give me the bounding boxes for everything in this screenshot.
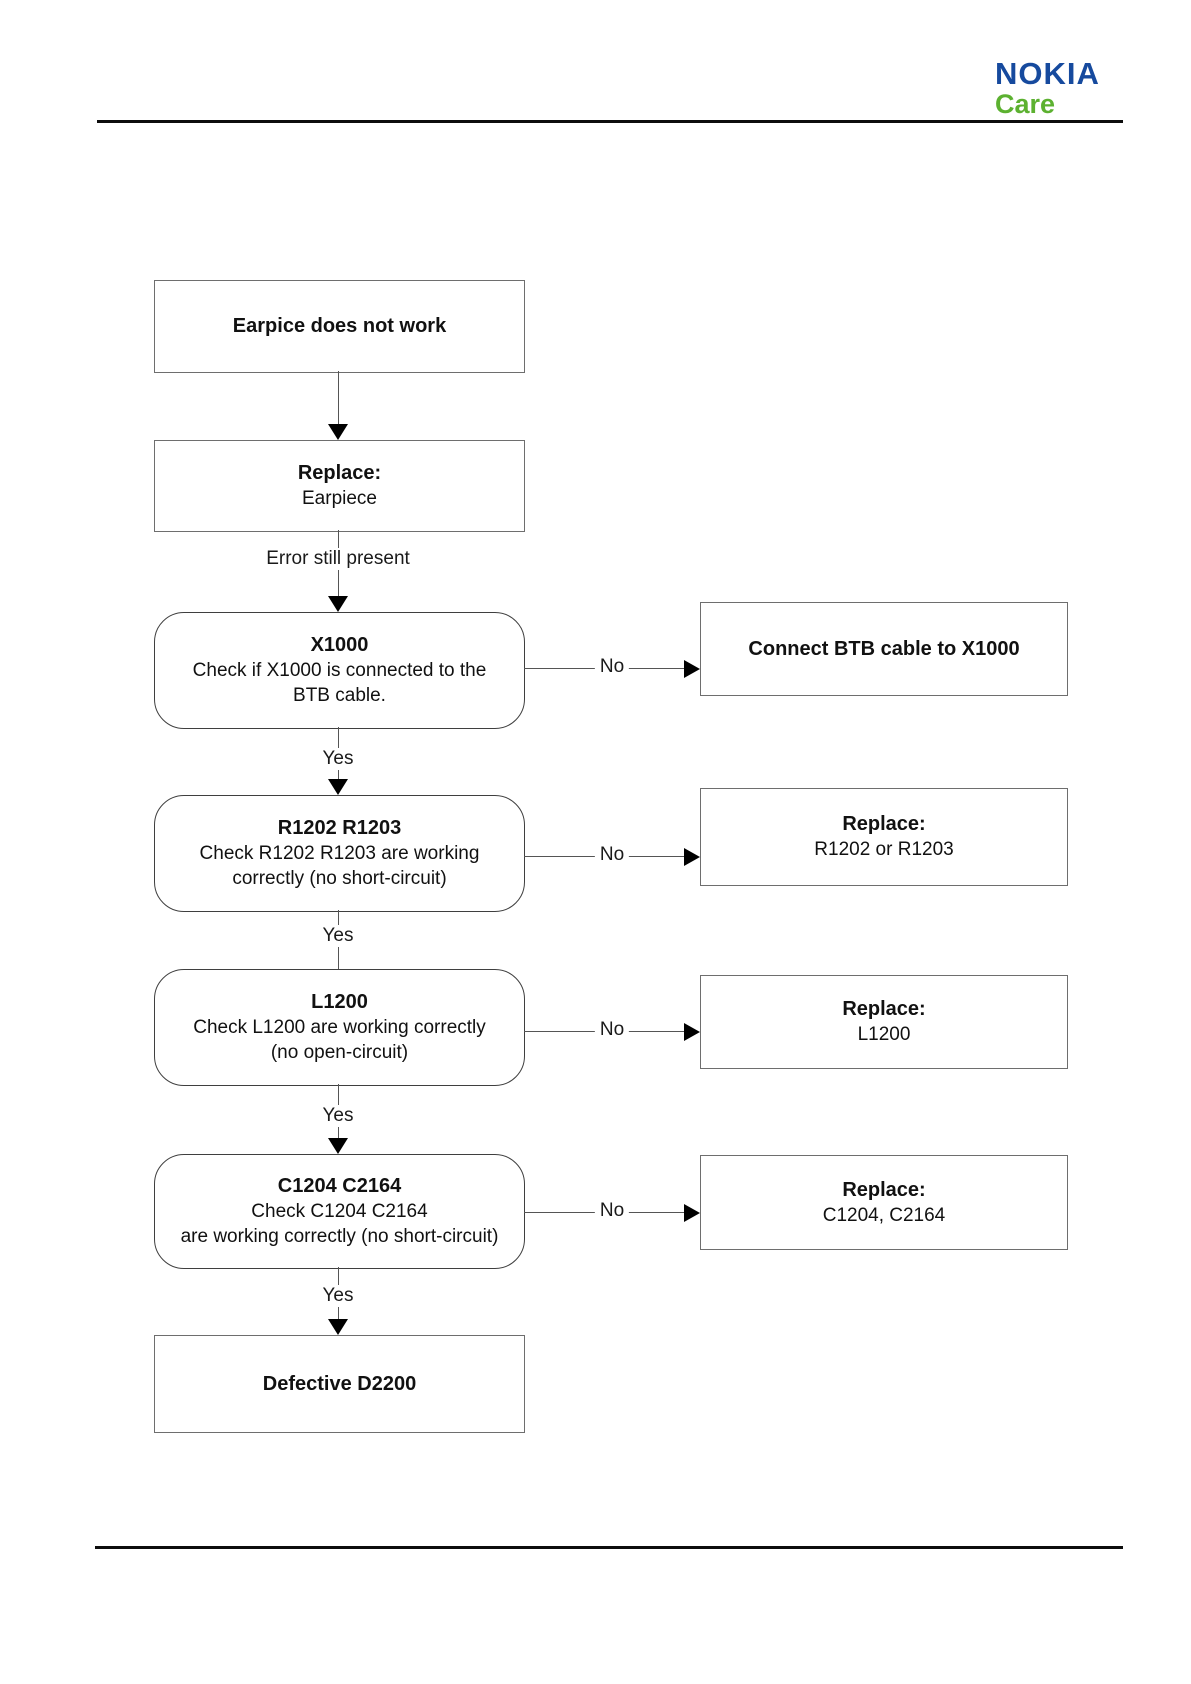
arrow-right (684, 1204, 700, 1222)
arrow-down (328, 596, 348, 612)
footer-rule (95, 1546, 1123, 1549)
edge-label-yes: Yes (317, 925, 359, 947)
edge-label-yes: Yes (317, 1105, 359, 1127)
action-line: C1204, C2164 (822, 1204, 946, 1226)
action-line: R1202 or R1203 (814, 839, 954, 860)
action-box-replace-c1204: Replace: C1204, C2164 (700, 1155, 1068, 1250)
arrow-down (328, 779, 348, 795)
decision-box-r1202-r1203: R1202 R1203 Check R1202 R1203 are workin… (154, 795, 525, 912)
header-rule (97, 120, 1123, 123)
decision-title: R1202 R1203 (277, 817, 402, 839)
nokia-logo: NOKIA Care (995, 58, 1100, 118)
care-label: Care (995, 89, 1056, 119)
decision-title: X1000 (310, 634, 369, 656)
edge-label-error: Error still present (261, 548, 415, 570)
action-title: Replace: (842, 813, 926, 835)
end-box-label: Defective D2200 (262, 1372, 417, 1395)
edge-label-no: No (594, 656, 630, 678)
replace-earpiece-body: Earpiece (302, 488, 377, 509)
decision-line: BTB cable. (293, 685, 386, 706)
nokia-wordmark: NOKIA (995, 56, 1100, 91)
arrow-down (328, 1138, 348, 1154)
start-box-label: Earpice does not work (232, 315, 447, 337)
decision-title: C1204 C2164 (277, 1175, 402, 1197)
action-line: L1200 (857, 1024, 911, 1045)
decision-line: Check if X1000 is connected to the (192, 660, 487, 681)
decision-box-c1204-c2164: C1204 C2164 Check C1204 C2164 are workin… (154, 1154, 525, 1269)
decision-line: Check L1200 are working correctly (193, 1017, 486, 1038)
arrow-down (328, 424, 348, 440)
arrow-right (684, 660, 700, 678)
end-box: Defective D2200 (154, 1335, 525, 1433)
replace-earpiece-title: Replace: (297, 462, 382, 484)
edge-label-no: No (594, 1200, 630, 1222)
start-box: Earpice does not work (154, 280, 525, 373)
decision-box-l1200: L1200 Check L1200 are working correctly … (154, 969, 525, 1086)
edge-label-yes: Yes (317, 1285, 359, 1307)
decision-line: correctly (no short-circuit) (232, 868, 447, 889)
action-box-connect-btb: Connect BTB cable to X1000 (700, 602, 1068, 696)
connector-line (338, 371, 339, 424)
arrow-right (684, 848, 700, 866)
arrow-right (684, 1023, 700, 1041)
action-title: Replace: (842, 998, 926, 1020)
decision-line: Check C1204 C2164 (251, 1201, 428, 1222)
edge-label-no: No (594, 1019, 630, 1041)
action-title: Replace: (842, 1178, 926, 1201)
decision-line: are working correctly (no short-circuit) (180, 1226, 499, 1247)
action-box-replace-l1200: Replace: L1200 (700, 975, 1068, 1069)
decision-line: (no open-circuit) (270, 1042, 409, 1063)
decision-title: L1200 (311, 991, 368, 1013)
edge-label-no: No (594, 844, 630, 866)
decision-box-x1000: X1000 Check if X1000 is connected to the… (154, 612, 525, 729)
edge-label-yes: Yes (317, 748, 359, 770)
decision-line: Check R1202 R1203 are working (199, 843, 480, 864)
action-box-replace-r1202: Replace: R1202 or R1203 (700, 788, 1068, 886)
action-title: Connect BTB cable to X1000 (748, 637, 1020, 660)
arrow-down (328, 1319, 348, 1335)
replace-earpiece-box: Replace: Earpiece (154, 440, 525, 532)
